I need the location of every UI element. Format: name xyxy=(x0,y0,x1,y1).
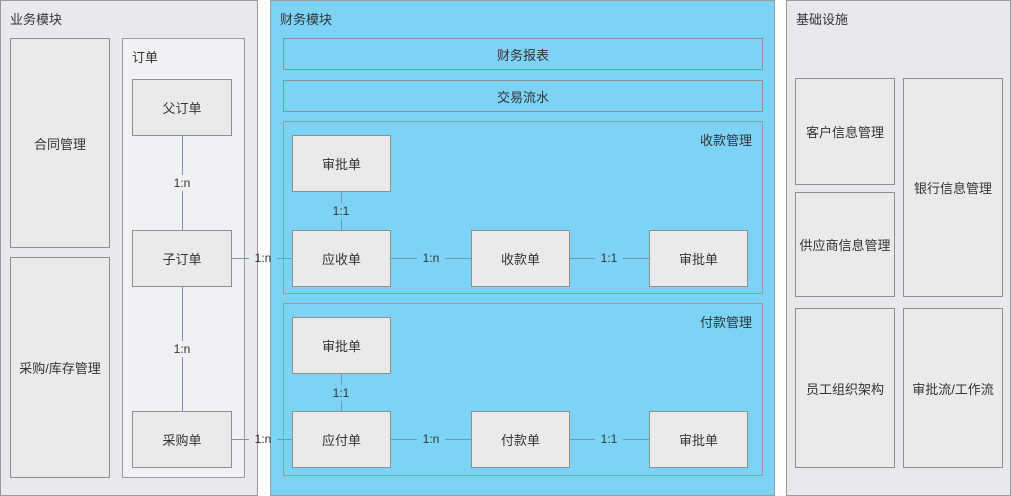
node-parent-order: 父订单 xyxy=(132,79,232,136)
connector-child-purchase-a xyxy=(182,287,183,341)
connector-payment-approval-a xyxy=(341,374,342,385)
connector-receipt-approval-right-a xyxy=(570,258,595,259)
node-payment-approval-right: 审批单 xyxy=(649,411,748,468)
node-payable-label: 应付单 xyxy=(321,433,361,448)
rel-receivable-receipt: 1:n xyxy=(422,251,440,265)
node-purchase-order: 采购单 xyxy=(132,411,232,468)
node-bank-info-label: 银行信息管理 xyxy=(913,181,992,196)
connector-receipt-approval-a xyxy=(341,192,342,203)
node-receivable: 应收单 xyxy=(292,230,391,287)
rel-child-receivable: 1:n xyxy=(254,251,272,265)
panel-infrastructure-title: 基础设施 xyxy=(796,12,849,27)
bar-financial-reports: 财务报表 xyxy=(283,38,763,70)
node-child-order: 子订单 xyxy=(132,230,232,287)
node-child-order-label: 子订单 xyxy=(162,252,202,267)
node-supplier-info-label: 供应商信息管理 xyxy=(799,238,891,253)
panel-business-title: 业务模块 xyxy=(10,12,63,27)
node-parent-order-label: 父订单 xyxy=(162,101,202,116)
connector-payable-payment-b xyxy=(445,439,471,440)
connector-payable-payment-a xyxy=(391,439,417,440)
connector-receivable-receipt-b xyxy=(445,258,471,259)
rel-child-purchase: 1:n xyxy=(173,342,191,356)
rel-receipt-approval: 1:1 xyxy=(332,204,350,218)
bar-transaction-flow: 交易流水 xyxy=(283,80,763,112)
node-payment-approval-top-label: 审批单 xyxy=(321,339,361,354)
node-payment-approval-top: 审批单 xyxy=(292,317,391,374)
connector-purchase-payable-a xyxy=(232,439,249,440)
node-receipt-approval-right-label: 审批单 xyxy=(678,252,718,267)
node-employee-org: 员工组织架构 xyxy=(795,308,895,468)
group-order-title: 订单 xyxy=(132,50,159,65)
node-payment-approval-right-label: 审批单 xyxy=(678,433,718,448)
connector-child-purchase-b xyxy=(182,357,183,411)
node-customer-info: 客户信息管理 xyxy=(795,78,895,185)
node-payable: 应付单 xyxy=(292,411,391,468)
bar-financial-reports-label: 财务报表 xyxy=(496,47,549,63)
connector-payment-approval-b xyxy=(341,401,342,411)
node-supplier-info: 供应商信息管理 xyxy=(795,192,895,297)
group-receipt-management-title: 收款管理 xyxy=(699,133,752,148)
node-purchase-inventory: 采购/库存管理 xyxy=(10,257,110,478)
panel-finance-title: 财务模块 xyxy=(280,12,333,27)
connector-parent-child-b xyxy=(182,191,183,230)
node-bank-info: 银行信息管理 xyxy=(903,78,1003,297)
node-payment: 付款单 xyxy=(471,411,570,468)
connector-child-receivable-b xyxy=(277,258,292,259)
connector-payment-approval-right-a xyxy=(570,439,595,440)
rel-payable-payment: 1:n xyxy=(422,432,440,446)
node-payment-label: 付款单 xyxy=(500,433,540,448)
bar-transaction-flow-label: 交易流水 xyxy=(496,89,549,105)
group-payment-management-title: 付款管理 xyxy=(699,315,752,330)
connector-receivable-receipt-a xyxy=(391,258,417,259)
node-purchase-order-label: 采购单 xyxy=(162,433,202,448)
node-receipt: 收款单 xyxy=(471,230,570,287)
node-receipt-approval-top: 审批单 xyxy=(292,135,391,192)
connector-parent-child-a xyxy=(182,136,183,175)
rel-receipt-approval-right: 1:1 xyxy=(600,251,618,265)
node-purchase-inventory-label: 采购/库存管理 xyxy=(19,361,101,376)
node-receipt-approval-top-label: 审批单 xyxy=(321,157,361,172)
node-contract-management: 合同管理 xyxy=(10,38,110,248)
node-approval-workflow: 审批流/工作流 xyxy=(903,308,1003,468)
node-contract-management-label: 合同管理 xyxy=(33,136,86,152)
rel-payment-approval: 1:1 xyxy=(332,386,350,400)
rel-parent-child: 1:n xyxy=(173,176,191,190)
connector-child-receivable-a xyxy=(232,258,249,259)
node-employee-org-label: 员工组织架构 xyxy=(805,381,884,397)
rel-payment-approval-right: 1:1 xyxy=(600,432,618,446)
node-receipt-label: 收款单 xyxy=(500,252,540,267)
connector-receipt-approval-b xyxy=(341,219,342,230)
connector-purchase-payable-b xyxy=(277,439,292,440)
node-receivable-label: 应收单 xyxy=(321,252,361,267)
connector-receipt-approval-right-b xyxy=(623,258,649,259)
node-customer-info-label: 客户信息管理 xyxy=(805,125,884,140)
node-receipt-approval-right: 审批单 xyxy=(649,230,748,287)
rel-purchase-payable: 1:n xyxy=(254,432,272,446)
connector-payment-approval-right-b xyxy=(623,439,649,440)
node-approval-workflow-label: 审批流/工作流 xyxy=(912,381,994,397)
